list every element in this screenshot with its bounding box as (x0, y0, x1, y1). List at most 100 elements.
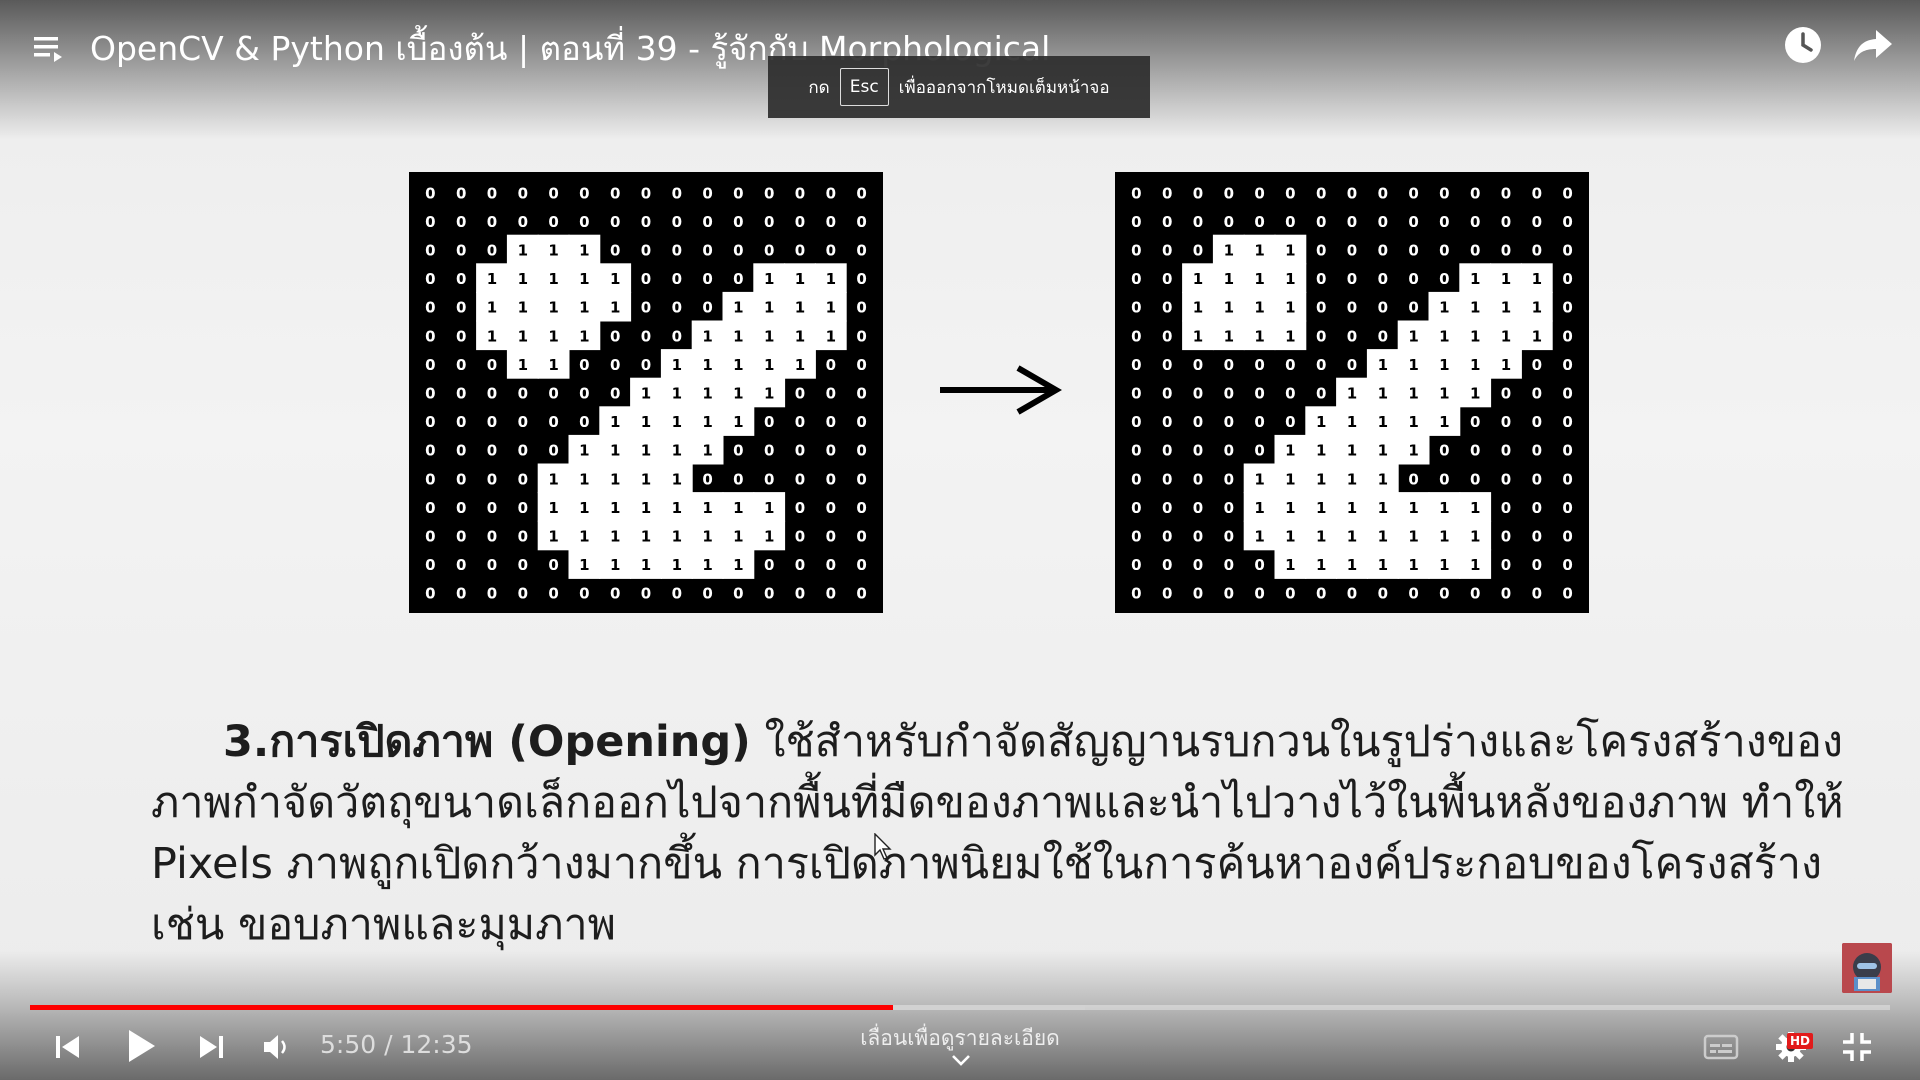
svg-text:1: 1 (518, 299, 528, 317)
svg-text:1: 1 (1378, 556, 1388, 574)
after-grid-cell: 0 (1347, 242, 1357, 260)
share-arrow-icon[interactable] (1850, 24, 1896, 66)
progress-bar[interactable] (30, 1005, 1890, 1010)
svg-text:1: 1 (826, 270, 836, 288)
after-grid-cell: 0 (1193, 356, 1203, 374)
scroll-for-details-label[interactable]: เลื่อนเพื่อดูรายละเอียด (860, 1026, 1060, 1050)
svg-text:1: 1 (1347, 556, 1357, 574)
before-grid-cell: 0 (702, 470, 712, 488)
svg-text:0: 0 (1162, 499, 1172, 517)
clock-icon[interactable] (1782, 24, 1824, 66)
after-grid-cell: 0 (1162, 213, 1172, 231)
svg-text:0: 0 (672, 299, 682, 317)
svg-text:0: 0 (1285, 213, 1295, 231)
toast-suffix: เพื่อออกจากโหมดเต็มหน้าจอ (898, 77, 1110, 98)
before-grid-cell: 0 (610, 356, 620, 374)
before-grid-cell: 1 (537, 463, 570, 494)
before-grid-cell: 0 (795, 499, 805, 517)
svg-text:0: 0 (1316, 184, 1326, 202)
before-grid-cell: 0 (548, 442, 558, 460)
before-grid-cell: 0 (733, 242, 743, 260)
before-grid-cell: 0 (672, 327, 682, 345)
before-grid-cell: 0 (610, 327, 620, 345)
svg-text:0: 0 (610, 356, 620, 374)
svg-text:0: 0 (1532, 242, 1542, 260)
after-grid-cell: 1 (1428, 492, 1461, 522)
skip-next-icon[interactable] (194, 1030, 230, 1064)
svg-text:0: 0 (1224, 528, 1234, 546)
exit-fullscreen-icon[interactable] (1838, 1028, 1876, 1066)
svg-text:0: 0 (1501, 385, 1511, 403)
playlist-icon[interactable] (28, 28, 72, 68)
before-grid-cell: 0 (733, 470, 743, 488)
svg-text:0: 0 (456, 356, 466, 374)
before-grid-cell: 0 (456, 184, 466, 202)
svg-text:0: 0 (1224, 470, 1234, 488)
before-grid-cell: 0 (826, 528, 836, 546)
after-grid-cell: 0 (1254, 585, 1264, 603)
before-grid-cell: 1 (568, 234, 601, 265)
before-grid-cell: 0 (579, 356, 589, 374)
svg-text:1: 1 (702, 528, 712, 546)
after-grid-cell: 0 (1439, 270, 1449, 288)
play-icon[interactable] (123, 1026, 159, 1066)
volume-icon[interactable] (260, 1030, 294, 1064)
svg-text:0: 0 (579, 585, 589, 603)
svg-text:0: 0 (518, 213, 528, 231)
after-grid-cell: 0 (1470, 213, 1480, 231)
after-grid-cell: 0 (1501, 413, 1511, 431)
captions-icon[interactable] (1702, 1030, 1740, 1064)
svg-text:0: 0 (487, 442, 497, 460)
before-grid-cell: 1 (630, 377, 662, 408)
before-grid-cell: 0 (826, 499, 836, 517)
after-grid-cell: 0 (1131, 356, 1141, 374)
svg-text:0: 0 (425, 556, 435, 574)
before-grid-cell: 0 (425, 327, 435, 345)
svg-text:1: 1 (610, 299, 620, 317)
after-grid-cell: 1 (1274, 320, 1307, 351)
chevron-down-icon[interactable] (950, 1052, 972, 1066)
svg-text:0: 0 (1562, 270, 1572, 288)
svg-text:0: 0 (1562, 528, 1572, 546)
svg-text:0: 0 (1408, 270, 1418, 288)
after-grid-cell: 0 (1131, 299, 1141, 317)
before-grid-cell: 0 (518, 499, 528, 517)
svg-text:0: 0 (487, 413, 497, 431)
svg-text:1: 1 (1347, 442, 1357, 460)
after-grid-cell: 1 (1243, 492, 1276, 522)
before-grid-cell: 0 (425, 242, 435, 260)
svg-text:0: 0 (1532, 556, 1542, 574)
before-grid-cell: 0 (425, 270, 435, 288)
before-grid-cell: 0 (733, 184, 743, 202)
svg-text:1: 1 (1193, 299, 1203, 317)
after-grid-cell: 1 (1305, 520, 1338, 551)
after-grid-cell: 0 (1562, 528, 1572, 546)
svg-text:1: 1 (1378, 528, 1388, 546)
svg-text:0: 0 (456, 242, 466, 260)
svg-text:0: 0 (1347, 327, 1357, 345)
svg-text:1: 1 (764, 327, 774, 345)
skip-previous-icon[interactable] (50, 1030, 86, 1064)
after-grid-cell: 0 (1162, 556, 1172, 574)
after-grid-cell: 0 (1162, 356, 1172, 374)
svg-text:0: 0 (610, 213, 620, 231)
svg-text:0: 0 (487, 356, 497, 374)
after-grid-cell: 0 (1532, 356, 1542, 374)
svg-text:1: 1 (1347, 470, 1357, 488)
after-grid-cell: 1 (1366, 406, 1399, 436)
svg-text:0: 0 (1193, 184, 1203, 202)
svg-text:0: 0 (702, 299, 712, 317)
svg-text:0: 0 (702, 242, 712, 260)
svg-text:1: 1 (1378, 356, 1388, 374)
channel-avatar[interactable] (1842, 943, 1892, 993)
svg-text:0: 0 (456, 270, 466, 288)
svg-text:0: 0 (610, 585, 620, 603)
svg-text:0: 0 (1224, 184, 1234, 202)
after-grid-cell: 0 (1439, 213, 1449, 231)
svg-text:1: 1 (733, 556, 743, 574)
svg-text:0: 0 (1501, 556, 1511, 574)
after-grid-cell: 0 (1562, 270, 1572, 288)
before-grid-cell: 0 (456, 499, 466, 517)
svg-text:1: 1 (579, 470, 589, 488)
before-grid-cell: 0 (795, 528, 805, 546)
